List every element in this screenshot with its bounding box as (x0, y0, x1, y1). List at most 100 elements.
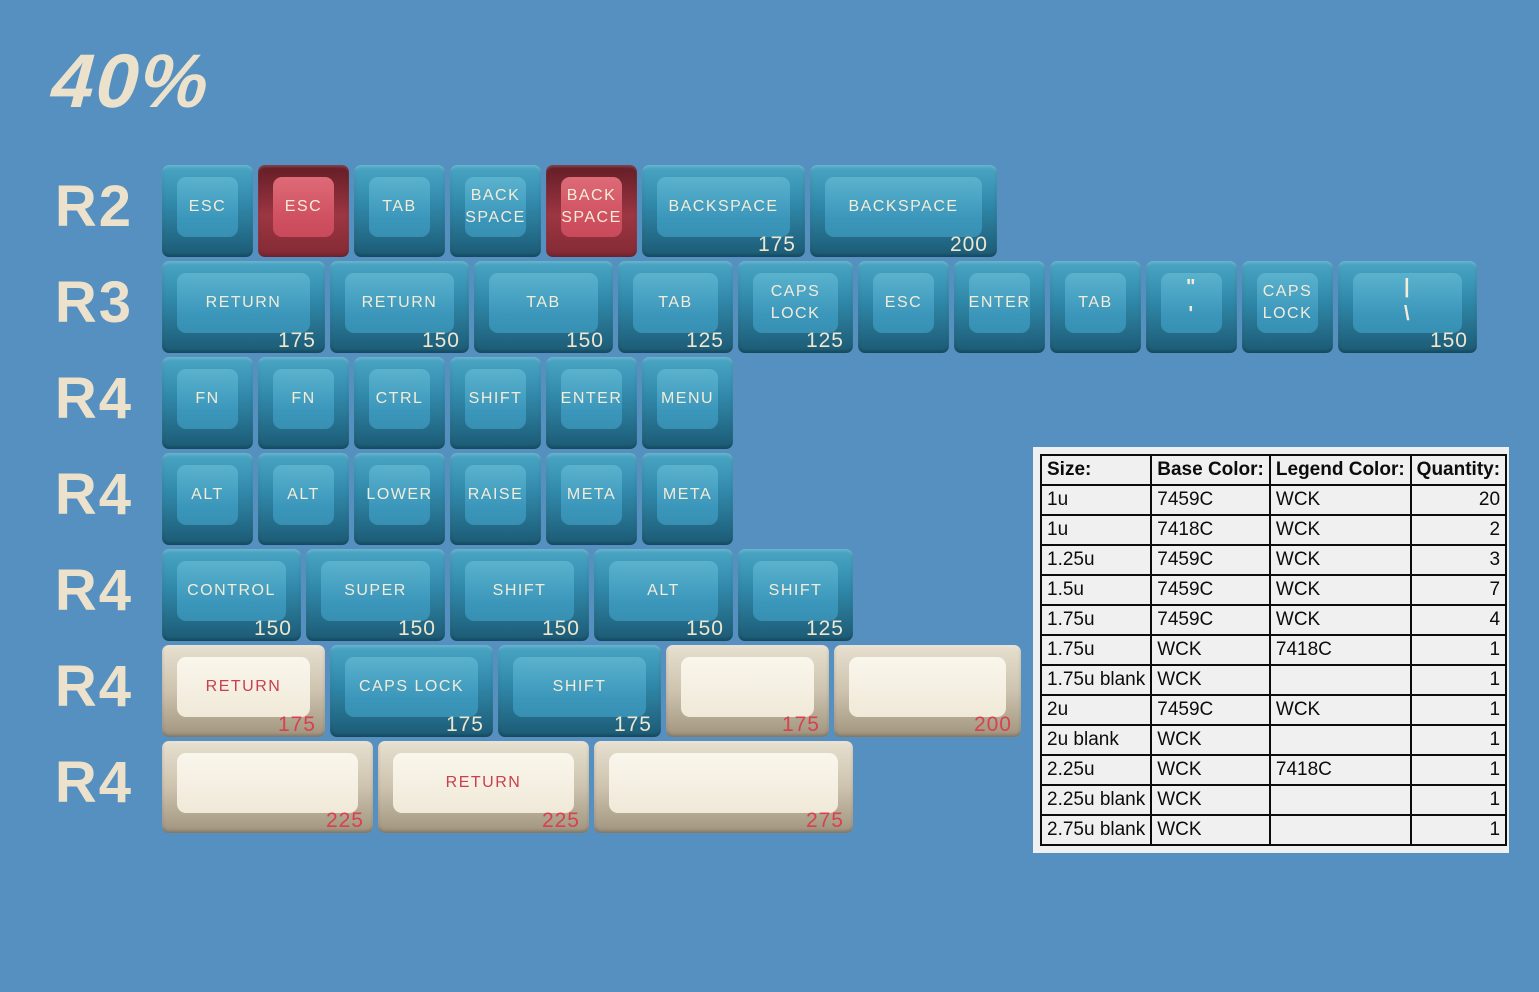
keycap-legend: META (662, 486, 713, 503)
keycap-face: SHIFT (465, 369, 526, 429)
keycap-legend: SHIFT (492, 582, 547, 599)
keycap-face: ALT (273, 465, 334, 525)
spec-cell: 1.25u (1039, 544, 1153, 576)
keycap-legend: RETURN (205, 294, 282, 311)
spec-cell (1268, 784, 1412, 816)
keycap-face: SHIFT (753, 561, 838, 621)
keycap-fn: FN (258, 357, 349, 449)
keycap-size-label: 150 (541, 617, 580, 640)
spec-cell: 7459C (1150, 604, 1271, 636)
keycap-face (177, 753, 358, 813)
keycap-menu: MENU (642, 357, 733, 449)
spec-cell: 1.75u (1039, 634, 1153, 666)
keycap-size-label: 150 (253, 617, 292, 640)
keycap-face (609, 753, 838, 813)
spec-cell: 20 (1409, 484, 1508, 516)
keycap-face: BACKSPACE (657, 177, 790, 237)
keycap-face: SHIFT (465, 561, 574, 621)
keycap-: "' (1146, 261, 1237, 353)
spec-cell: 1 (1409, 814, 1508, 846)
keycap-face: ALT (609, 561, 718, 621)
keycap-legend: SPACE (465, 209, 526, 226)
keycap-face: RETURN (345, 273, 454, 333)
keycap-blank: 175 (666, 645, 829, 737)
spec-cell: WCK (1150, 724, 1271, 756)
keycap-legend: TAB (658, 294, 693, 311)
keycap-size-label: 175 (277, 329, 316, 352)
keycap-size-label: 175 (445, 713, 484, 736)
keycap-legend: ALT (287, 486, 320, 503)
spec-cell: 1.75u blank (1039, 664, 1153, 696)
keycap-legend: TAB (1078, 294, 1113, 311)
keycap-size-label: 125 (805, 329, 844, 352)
keycap-size-label: 275 (805, 809, 844, 832)
keycap-face: FN (177, 369, 238, 429)
keycap-size-label: 150 (565, 329, 604, 352)
spec-cell: 2.25u (1039, 754, 1153, 786)
keycap-ctrl: CTRL (354, 357, 445, 449)
keycap-face (681, 657, 814, 717)
keycap-fn: FN (162, 357, 253, 449)
keycap-face: BACKSPACE (825, 177, 982, 237)
keycap-legend: FN (291, 390, 316, 407)
keycap-meta: META (546, 453, 637, 545)
spec-cell: 7459C (1150, 574, 1271, 606)
keycap-tab: TAB (354, 165, 445, 257)
keycap-blank: 200 (834, 645, 1021, 737)
keycap-legend: SHIFT (768, 582, 823, 599)
keycap-face: TAB (1065, 273, 1126, 333)
keycap-legend: CTRL (375, 390, 424, 407)
keycap-size-label: 225 (325, 809, 364, 832)
keycap-shift: SHIFT 150 (450, 549, 589, 641)
keycap-legend: MENU (660, 390, 715, 407)
row-label: R3 (54, 270, 134, 335)
keycap-face: RAISE (465, 465, 526, 525)
spec-cell: WCK (1150, 814, 1271, 846)
spec-cell: 7459C (1150, 694, 1271, 726)
keycap-shift: SHIFT (450, 357, 541, 449)
keycap-legend: \ (1403, 303, 1412, 325)
keycap-size-label: 150 (421, 329, 460, 352)
spec-table-header-row: Size:Base Color:Legend Color:Quantity: (1039, 454, 1508, 486)
spec-cell: 1u (1039, 484, 1153, 516)
spec-cell: 3 (1409, 544, 1508, 576)
spec-cell: 2.75u blank (1039, 814, 1153, 846)
spec-cell: WCK (1268, 694, 1412, 726)
keycap-alt: ALT (258, 453, 349, 545)
spec-header-cell: Quantity: (1409, 454, 1508, 486)
keycap-legend: SPACE (561, 209, 622, 226)
keycap-legend: ENTER (560, 390, 623, 407)
keycap-size-label: 150 (685, 617, 724, 640)
keycap-legend: CAPS (1262, 283, 1313, 300)
keycap-size-label: 200 (949, 233, 988, 256)
keycap-face: ALT (177, 465, 238, 525)
keycap-meta: META (642, 453, 733, 545)
row-label: R2 (54, 174, 134, 239)
row-label: R4 (54, 654, 134, 719)
keycap-legend: SHIFT (468, 390, 523, 407)
spec-cell: 1 (1409, 784, 1508, 816)
keycap-legend: ESC (284, 198, 323, 215)
keycap-size-label: 175 (781, 713, 820, 736)
keycap-legend: | (1403, 276, 1412, 298)
keycap-size-label: 175 (277, 713, 316, 736)
keycap-legend: SUPER (344, 582, 407, 599)
keycap-raise: RAISE (450, 453, 541, 545)
row-label: R4 (54, 462, 134, 527)
